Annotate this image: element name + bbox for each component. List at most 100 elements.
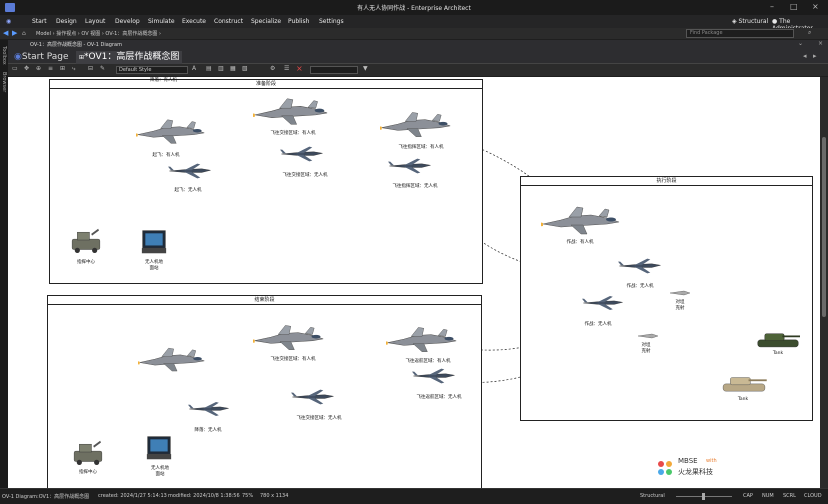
exec-tank-1[interactable]: [756, 329, 800, 349]
frame-prep-title: 准备阶段: [50, 80, 482, 89]
document-tab-strip: OV-1：高层作战概念图 - OV-1 Diagram ⌄ ×: [8, 40, 828, 50]
find-package-input[interactable]: Find Package: [686, 29, 794, 38]
exec-drone-1[interactable]: [618, 257, 662, 275]
label-exec-t1: Tank: [772, 351, 784, 356]
prep-fighter-command[interactable]: [380, 110, 452, 140]
perspective-selector[interactable]: ◈ Structural: [732, 18, 768, 25]
watermark-line1: MBSE: [678, 457, 698, 465]
diagram-canvas[interactable]: 准备阶段 执行阶段 结束阶段 起飞：有人机 飞往交接区域：有人机 飞往指挥区域：…: [8, 77, 820, 488]
menu-construct[interactable]: Construct: [214, 18, 244, 25]
end-drone-handover[interactable]: [291, 388, 335, 406]
end-drone-return[interactable]: [412, 367, 456, 385]
frame-exec-title: 执行阶段: [521, 177, 812, 186]
canvas-vertical-scrollbar[interactable]: [820, 77, 828, 488]
diagram-filter-icon[interactable]: ▼: [363, 65, 368, 72]
grid-tool-icon[interactable]: ⊞: [60, 65, 66, 72]
layout-tool-icon[interactable]: ⊟: [88, 65, 94, 72]
label-end-d1: 降落：无人机: [194, 428, 222, 433]
link-tool-icon[interactable]: ⤷: [72, 65, 76, 72]
prep-fighter-handover[interactable]: [253, 97, 329, 127]
status-num: NUM: [762, 493, 774, 499]
menu-start[interactable]: Start: [32, 18, 47, 25]
prep-drone-handover[interactable]: [280, 145, 324, 163]
style-select[interactable]: Default Style: [116, 66, 188, 74]
menu-specialize[interactable]: Specialize: [251, 18, 282, 25]
side-tab-browser[interactable]: Browser: [1, 72, 7, 93]
diagram-tab-label: *OV1：高层作战概念图: [84, 52, 180, 62]
menu-develop[interactable]: Develop: [115, 18, 140, 25]
zoom-slider-thumb[interactable]: [702, 493, 705, 500]
label-end-gs: 无人机地 面站: [151, 466, 169, 477]
label-prep-gs: 无人机地 面站: [145, 260, 163, 271]
watermark: MBSE with 火龙果科技: [656, 455, 746, 481]
user-icon: ●: [772, 18, 780, 25]
menu-settings[interactable]: Settings: [319, 18, 344, 25]
ea-logo-icon[interactable]: ◉: [6, 18, 12, 25]
menu-simulate[interactable]: Simulate: [148, 18, 175, 25]
close-icon[interactable]: ×: [812, 2, 819, 11]
end-fighter-landing[interactable]: [138, 345, 206, 375]
format-icon-4[interactable]: ▧: [242, 65, 248, 72]
maximize-icon[interactable]: □: [790, 2, 798, 11]
menu-publish[interactable]: Publish: [288, 18, 310, 25]
delete-icon[interactable]: ×: [296, 64, 303, 73]
filter-icon[interactable]: ⚙: [270, 65, 276, 72]
start-page-tab[interactable]: ◉Start Page: [11, 51, 72, 64]
label-end-d2: 飞往交接区域：无人机: [296, 416, 342, 421]
forward-icon[interactable]: ▶: [12, 29, 18, 37]
home-icon[interactable]: ⌂: [22, 30, 26, 37]
back-icon[interactable]: ◀: [3, 29, 9, 37]
exec-drone-2[interactable]: [582, 294, 624, 312]
menu-layout[interactable]: Layout: [85, 18, 106, 25]
prev-tab-icon[interactable]: ◂: [803, 52, 807, 60]
prep-drone-takeoff[interactable]: [168, 162, 212, 180]
format-icon-1[interactable]: ▤: [206, 65, 212, 72]
document-tab[interactable]: OV-1：高层作战概念图 - OV-1 Diagram: [30, 42, 122, 48]
next-tab-icon[interactable]: ▸: [813, 52, 817, 60]
properties-icon[interactable]: ☰: [284, 65, 290, 72]
menu-design[interactable]: Design: [56, 18, 77, 25]
search-icon[interactable]: ⌕: [808, 29, 812, 36]
exec-missile-2[interactable]: [638, 332, 658, 340]
status-caps: CAP: [743, 493, 753, 499]
end-fighter-return[interactable]: [386, 325, 458, 355]
frame-end[interactable]: 结束阶段: [47, 295, 482, 488]
end-fighter-handover[interactable]: [253, 323, 325, 353]
end-drone-landing[interactable]: [188, 400, 230, 418]
label-exec-d2: 作战：无人机: [584, 322, 612, 327]
style-tool-icon[interactable]: ✎: [100, 65, 106, 72]
breadcrumb[interactable]: Model › 操作视点 › OV 视图 › OV-1：高层作战概念图 ›: [36, 31, 161, 37]
zoom-tool-icon[interactable]: ⊕: [36, 65, 42, 72]
pan-tool-icon[interactable]: ✥: [24, 65, 30, 72]
align-tool-icon[interactable]: ≡: [48, 65, 54, 72]
format-icon-2[interactable]: ▥: [218, 65, 224, 72]
end-ground-station[interactable]: [146, 435, 172, 461]
label-exec-t2: Tank: [737, 397, 749, 402]
diagram-tab[interactable]: ⊞*OV1：高层作战概念图: [76, 51, 183, 64]
start-page-icon: ◉: [14, 52, 22, 62]
status-diagram: OV-1 Diagram:OV1：高层作战概念图: [2, 494, 90, 500]
tab-close-icon[interactable]: ×: [818, 40, 824, 47]
status-created: created: 2024/1/27 5:14:13: [98, 493, 167, 499]
prep-command-center[interactable]: [68, 227, 104, 253]
menu-execute[interactable]: Execute: [182, 18, 206, 25]
select-tool-icon[interactable]: ▭: [12, 65, 18, 72]
watermark-line2: 火龙果科技: [678, 468, 713, 476]
label-exec-m2: 对坦 克射: [641, 343, 651, 354]
format-icon-3[interactable]: ▦: [230, 65, 236, 72]
end-command-center[interactable]: [70, 439, 106, 465]
exec-missile-1[interactable]: [670, 289, 690, 297]
prep-drone-command[interactable]: [388, 157, 432, 175]
exec-fighter[interactable]: [541, 205, 621, 237]
scrollbar-thumb[interactable]: [822, 137, 826, 317]
exec-tank-2[interactable]: [720, 373, 768, 393]
prep-fighter-takeoff[interactable]: [136, 117, 206, 147]
side-tab-toolbox[interactable]: Toolbox: [1, 46, 7, 65]
diagram-search-input[interactable]: [310, 66, 358, 74]
prep-ground-station[interactable]: [141, 229, 167, 255]
minimize-icon[interactable]: –: [770, 2, 774, 11]
label-prep-d1: 起飞：无人机: [174, 188, 202, 193]
frame-end-title: 结束阶段: [48, 296, 481, 305]
tab-list-icon[interactable]: ⌄: [798, 40, 804, 47]
font-icon[interactable]: A: [192, 65, 197, 72]
